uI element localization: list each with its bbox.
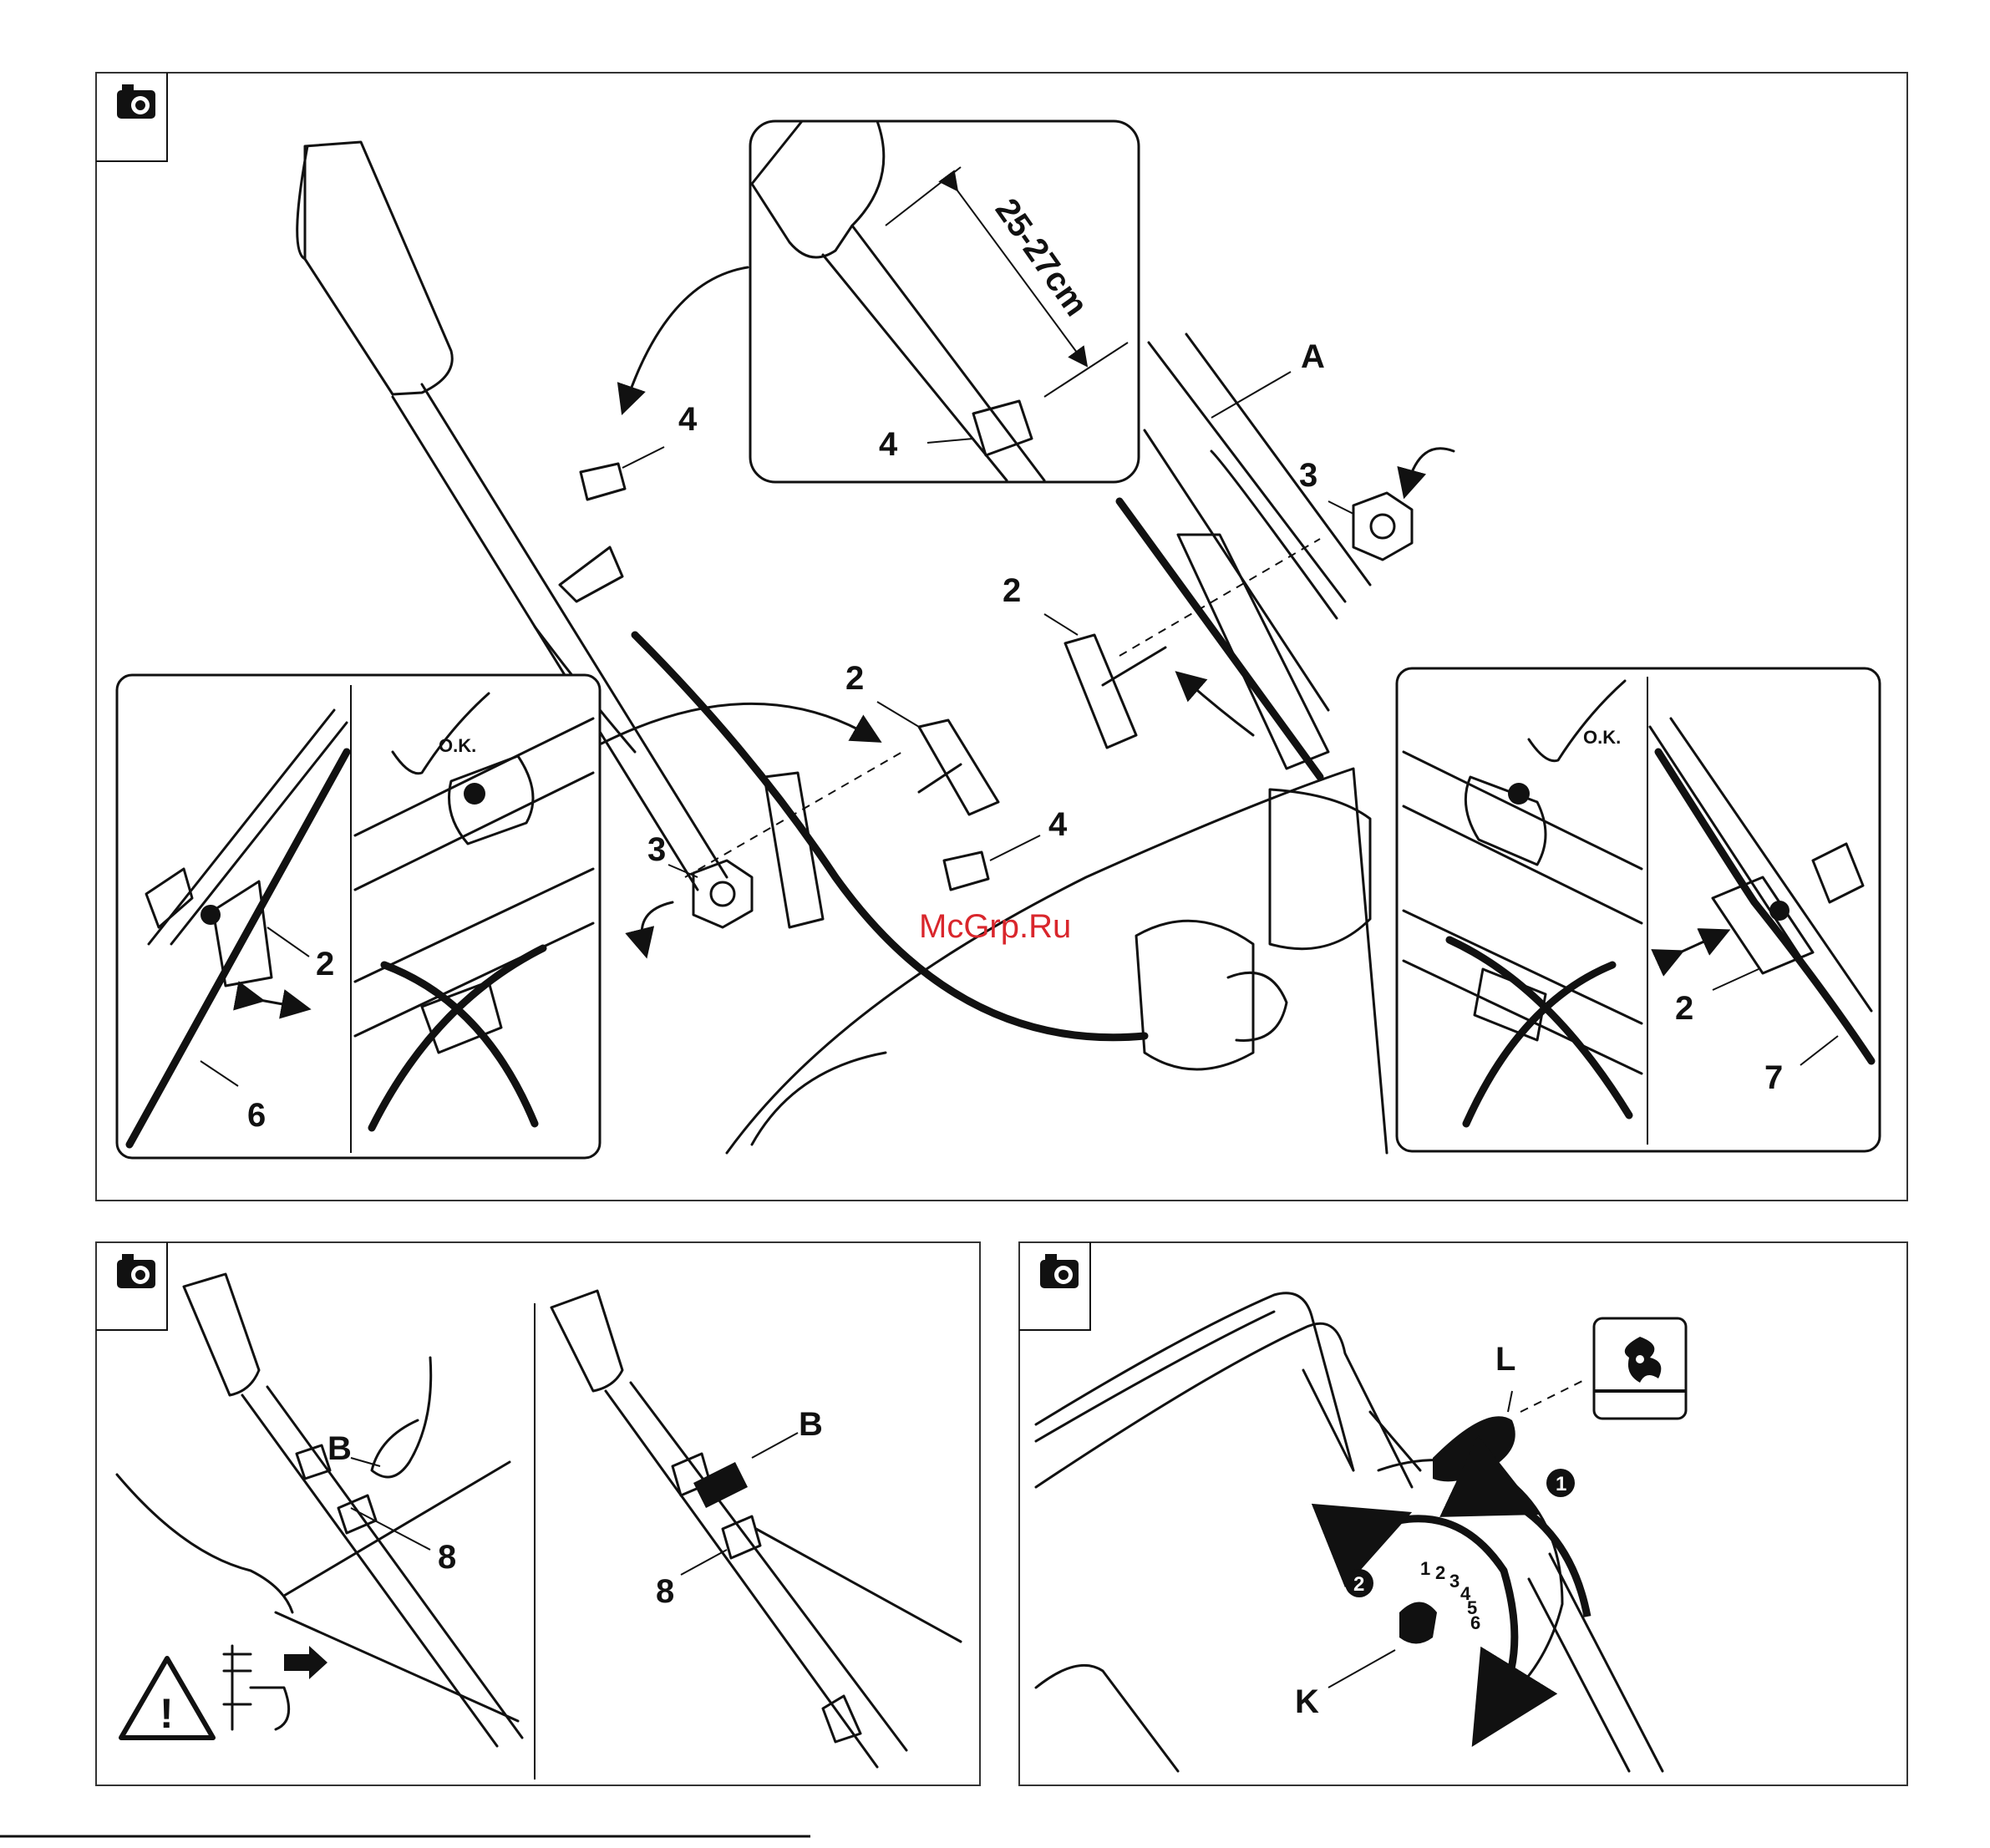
lever-l [1433, 1416, 1515, 1481]
handle-right-tube [1119, 334, 1370, 777]
inset-measurement: 25-27cm 4 [750, 121, 1139, 482]
label-part-4-inset: 4 [879, 426, 898, 463]
camera-icon [96, 73, 167, 161]
label-inset-right-7: 7 [1764, 1059, 1783, 1096]
watermark: McGrp.Ru [919, 908, 1071, 945]
blade-engage-icon [1594, 1318, 1686, 1419]
label-inset-left-2: 2 [316, 946, 334, 982]
knob-part-3-right [1353, 493, 1412, 560]
arrow-step-2 [1370, 1519, 1515, 1708]
label-inset-right-2: 2 [1675, 990, 1693, 1027]
label-k: K [1295, 1683, 1319, 1720]
dial-1: 1 [1420, 1558, 1430, 1579]
label-part-3-right: 3 [1299, 457, 1317, 494]
label-a: A [1301, 338, 1325, 375]
camera-icon-bottom-left [96, 1242, 167, 1330]
rotate-arrow-right [1408, 449, 1454, 485]
ok-text-left: O.K. [439, 735, 476, 756]
label-part-4-low: 4 [1048, 806, 1068, 843]
label-b-left: B [327, 1430, 352, 1467]
panel-bottom-left: B 8 ! B 8 [96, 1242, 980, 1785]
label-8-left: 8 [438, 1539, 456, 1576]
control-cable [635, 635, 1145, 1038]
insert-arrow-top [627, 267, 748, 401]
spark-plug-disconnect-icon [224, 1646, 327, 1729]
bolt-part-2-center [1065, 635, 1165, 748]
insert-arrow-right [1186, 681, 1253, 735]
panel-bottom-right-frame [1019, 1242, 1907, 1785]
label-l: L [1495, 1341, 1515, 1378]
warning-icon: ! [121, 1658, 213, 1738]
camera-icon-bottom-right [1019, 1242, 1090, 1330]
inset-left: 2 6 O.K. [117, 675, 600, 1158]
label-part-3-left: 3 [647, 831, 666, 868]
assembly-axis-left [685, 752, 902, 877]
label-part-4-top: 4 [678, 401, 698, 438]
svg-text:2: 2 [1353, 1573, 1364, 1596]
bolt-part-2-left [919, 720, 998, 815]
panel-bottom-right: L K 1 2 3 4 5 6 1 2 [1019, 1242, 1907, 1785]
label-inset-left-6: 6 [247, 1097, 266, 1134]
clip-part-4-top [581, 464, 625, 500]
panel-top: A 2 2 3 3 4 4 McGrp.Ru 25-27cm 4 [96, 73, 1907, 1201]
clip-part-4-low [944, 852, 988, 890]
dial-6: 6 [1470, 1612, 1480, 1633]
label-part-2-left: 2 [845, 660, 864, 697]
label-b-right: B [799, 1406, 823, 1443]
label-part-2-center: 2 [1003, 572, 1021, 609]
svg-text:1: 1 [1556, 1473, 1566, 1495]
knob-k [1399, 1602, 1437, 1644]
inset-right: O.K. 2 7 [1397, 668, 1880, 1151]
dial-2: 2 [1435, 1562, 1445, 1583]
dial-3: 3 [1449, 1571, 1460, 1592]
ok-text-right: O.K. [1583, 727, 1621, 748]
rotate-arrow-left [642, 902, 673, 944]
arrow-right-icon [284, 1646, 327, 1679]
label-8-right: 8 [656, 1573, 674, 1610]
svg-text:!: ! [160, 1690, 174, 1737]
cable-clip [560, 547, 622, 602]
